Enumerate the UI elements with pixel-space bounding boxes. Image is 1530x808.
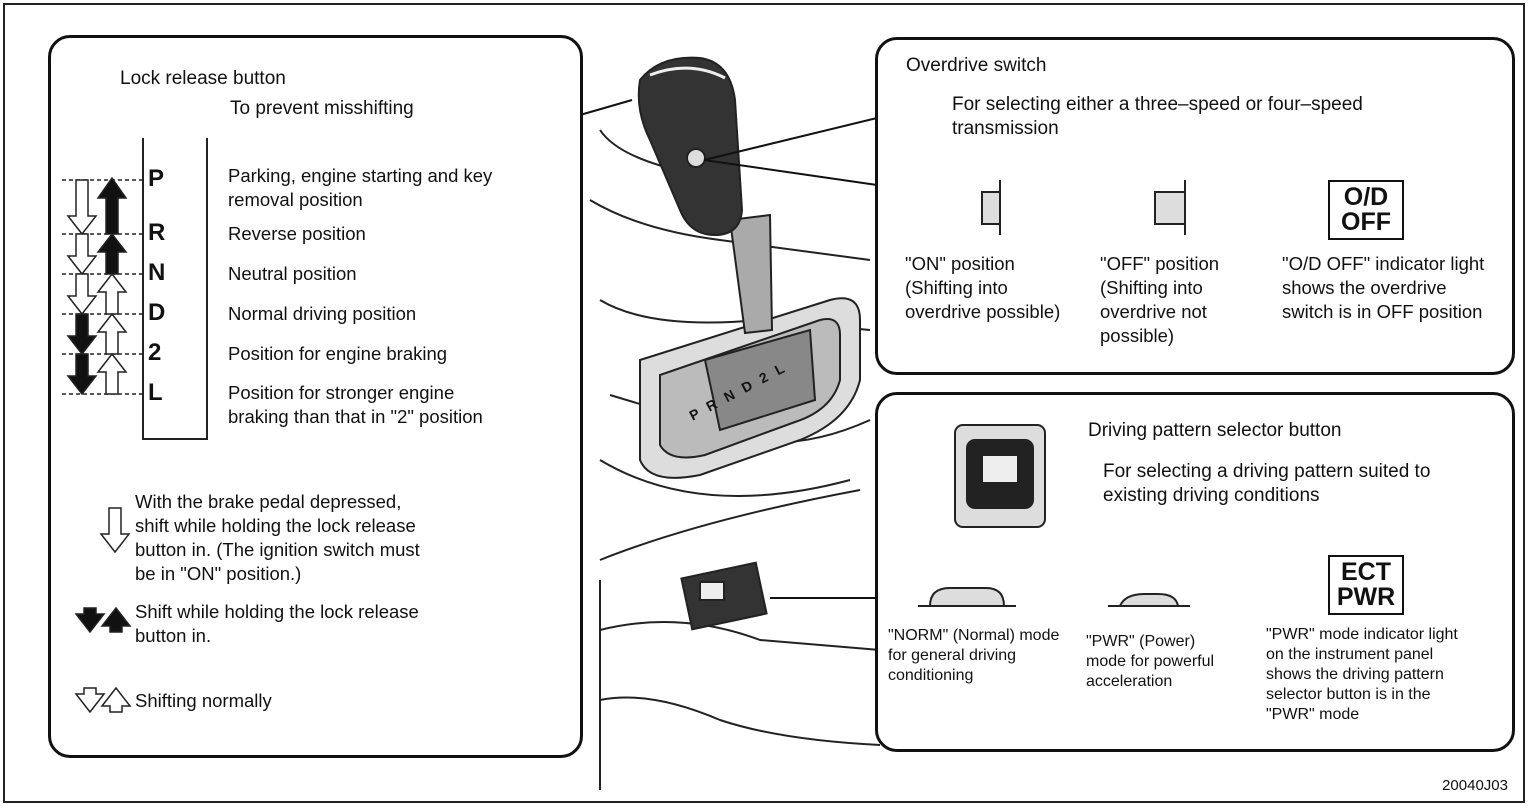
lock-release-title: Lock release button [120, 68, 286, 89]
overdrive-off-text: "OFF" position (Shifting into overdrive … [1100, 253, 1220, 346]
pattern-subtitle: For selecting a driving pattern suited t… [1103, 461, 1431, 506]
ect-pwr-indicator: ECT PWR [1328, 555, 1404, 615]
gear-desc-n: Neutral position [228, 263, 357, 284]
gear-desc-p: Parking, engine starting and key removal… [228, 165, 493, 210]
gear-letter-2: 2 [148, 339, 162, 366]
od-indicator-line-1: O/D [1343, 183, 1389, 211]
gear-letter-n: N [148, 259, 166, 286]
gear-desc-r: Reverse position [228, 223, 366, 244]
pattern-norm-text: "NORM" (Normal) mode for general driving… [888, 627, 1060, 684]
lock-release-subtitle: To prevent misshifting [230, 98, 414, 119]
legend-text-normal: Shifting normally [135, 690, 272, 711]
pattern-pwr-text: "PWR" (Power) mode for powerful accelera… [1086, 633, 1215, 690]
ect-indicator-line-2: PWR [1336, 583, 1396, 611]
figure-code: 20040J03 [1442, 777, 1508, 794]
arrow-diagram [62, 138, 142, 398]
od-off-indicator: O/D OFF [1328, 180, 1404, 240]
pattern-title: Driving pattern selector button [1088, 420, 1342, 441]
legend-text-brake: With the brake pedal depressed, shift wh… [135, 491, 420, 584]
gear-letter-r: R [148, 219, 166, 246]
figure-frame [3, 3, 1525, 803]
gear-desc-d: Normal driving position [228, 303, 417, 324]
overdrive-subtitle: For selecting either a three–speed or fo… [952, 94, 1363, 139]
gear-strip [142, 138, 208, 440]
driving-pattern-panel [875, 392, 1515, 752]
shift-lever-panel [48, 35, 583, 758]
gear-desc-l: Position for stronger engine braking tha… [228, 382, 483, 427]
overdrive-on-text: "ON" position (Shifting into overdrive p… [905, 253, 1061, 322]
overdrive-title: Overdrive switch [906, 55, 1047, 76]
ect-indicator-text: "PWR" mode indicator light on the instru… [1266, 626, 1458, 723]
legend-text-lock: Shift while holding the lock release but… [135, 601, 419, 646]
od-indicator-line-2: OFF [1341, 208, 1391, 236]
gear-desc-2: Position for engine braking [228, 343, 448, 364]
gear-letter-d: D [148, 299, 166, 326]
gear-letter-l: L [148, 379, 163, 406]
gear-letter-p: P [148, 165, 165, 192]
ect-indicator-line-1: ECT [1341, 558, 1391, 586]
od-indicator-text: "O/D OFF" indicator light shows the over… [1282, 253, 1485, 322]
